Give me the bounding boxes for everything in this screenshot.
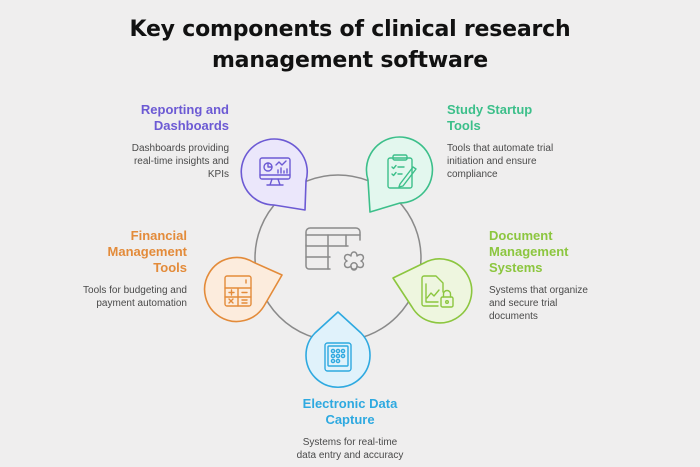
title-line-2: management software xyxy=(211,48,489,73)
calculator-icon xyxy=(224,275,252,307)
label-financial-management: Financial Management Tools Tools for bud… xyxy=(60,228,187,310)
study-startup-title: Study Startup Tools xyxy=(447,102,533,133)
label-electronic-data-capture: Electronic Data Capture Systems for real… xyxy=(250,396,450,462)
tablet-grid-icon xyxy=(324,342,352,372)
label-reporting: Reporting and Dashboards Dashboards prov… xyxy=(100,102,229,181)
title-line-1: Key components of clinical research xyxy=(129,17,571,42)
reporting-title: Reporting and Dashboards xyxy=(140,102,229,133)
pin-study-startup[interactable] xyxy=(365,136,434,213)
pin-document-management[interactable] xyxy=(392,258,473,324)
clipboard-pen-icon xyxy=(387,154,417,189)
label-study-startup: Study Startup Tools Tools that automate … xyxy=(447,102,597,181)
electronic-data-capture-description: Systems for real-time data entry and acc… xyxy=(296,437,404,461)
document-management-title: Document Management Systems xyxy=(489,228,569,275)
study-startup-description: Tools that automate trial initiation and… xyxy=(447,143,554,180)
pin-financial-management[interactable] xyxy=(203,256,283,323)
electronic-data-capture-title: Electronic Data Capture xyxy=(302,396,398,427)
page-title: Key components of clinical research mana… xyxy=(0,14,700,76)
reporting-description: Dashboards providing real-time insights … xyxy=(131,143,229,180)
pin-electronic-data-capture[interactable] xyxy=(305,311,371,389)
table-gear-icon xyxy=(305,227,365,271)
document-lock-icon xyxy=(421,275,454,308)
label-document-management: Document Management Systems Systems that… xyxy=(489,228,609,323)
pin-reporting[interactable] xyxy=(240,138,309,211)
financial-management-title: Financial Management Tools xyxy=(107,228,187,275)
financial-management-description: Tools for budgeting and payment automati… xyxy=(83,285,187,309)
monitor-chart-icon xyxy=(259,157,291,186)
document-management-description: Systems that organize and secure trial d… xyxy=(489,285,588,322)
